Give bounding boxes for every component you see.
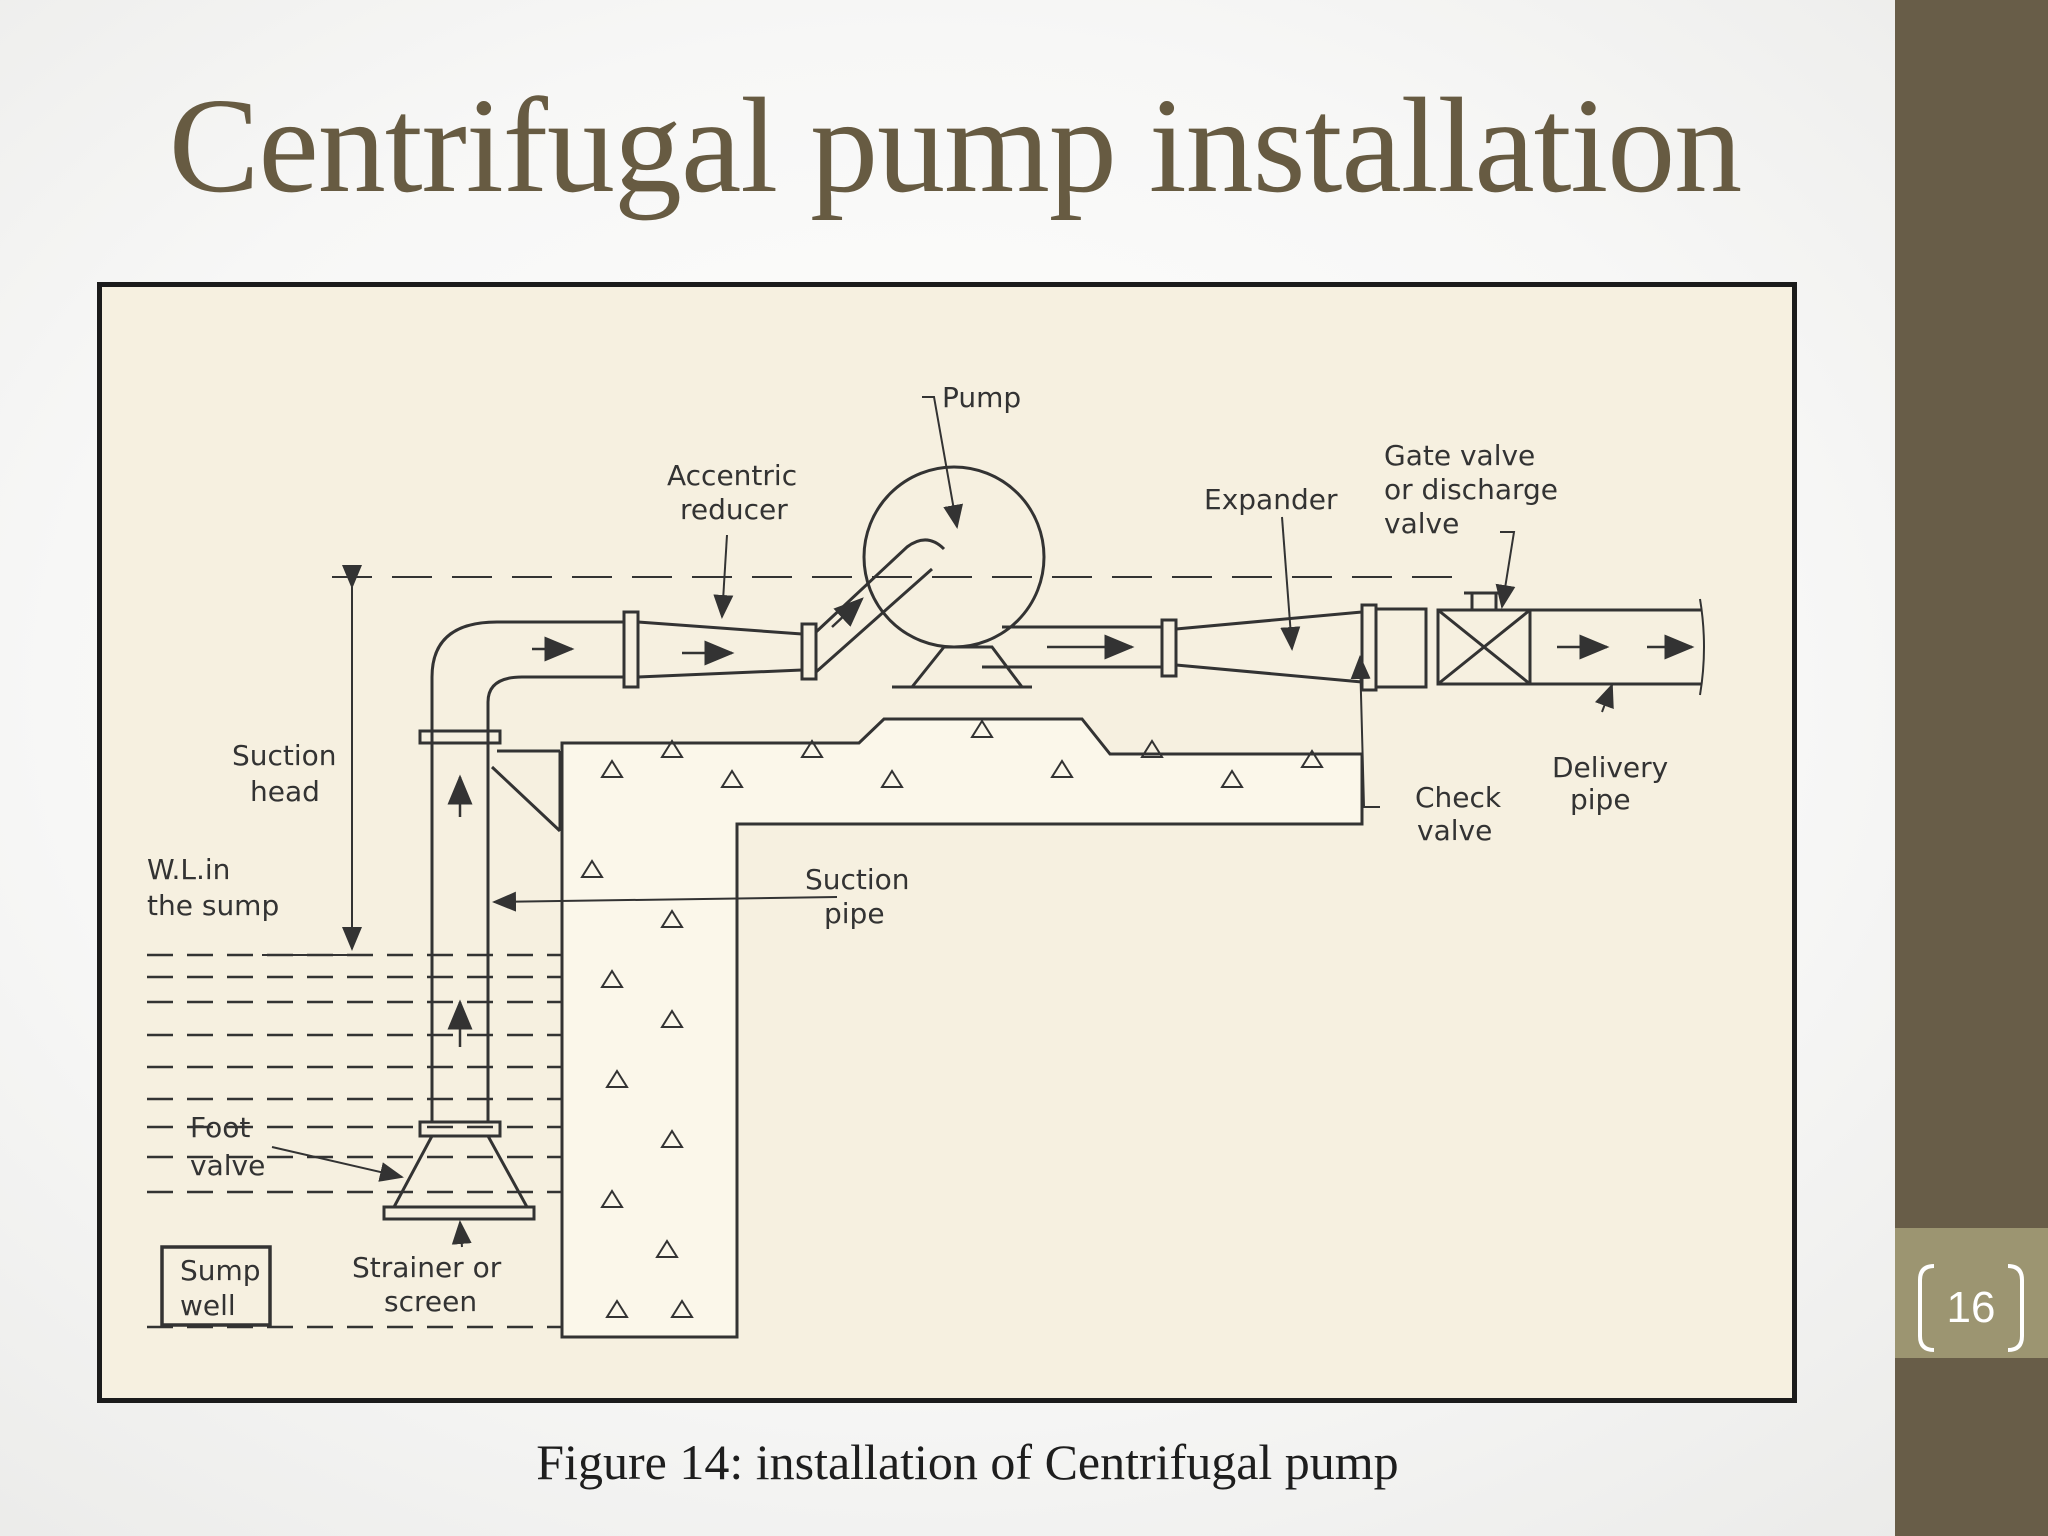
label-delivery-2: pipe	[1570, 783, 1631, 816]
label-gate-1: Gate valve	[1384, 439, 1535, 472]
concrete-foundation	[560, 717, 1364, 1339]
label-foot-2: valve	[190, 1149, 265, 1182]
pump-casing	[862, 465, 1046, 649]
label-suction-head-2: head	[250, 775, 320, 808]
label-sump-1: Sump	[180, 1254, 261, 1287]
label-gate-2: or discharge	[1384, 473, 1558, 506]
label-strainer-2: screen	[384, 1285, 477, 1318]
label-accentric-1: Accentric	[667, 459, 797, 492]
pump-installation-diagram: Pump Accentric reducer Expander Gate val…	[147, 381, 1705, 1339]
delivery-pipe	[1530, 608, 1702, 686]
label-accentric-2: reducer	[680, 493, 788, 526]
label-strainer-1: Strainer or	[352, 1251, 502, 1284]
concrete-aggregate	[580, 719, 1324, 1318]
label-check-1: Check	[1415, 781, 1502, 814]
label-sump-2: well	[180, 1289, 236, 1322]
figure-caption: Figure 14: installation of Centrifugal p…	[536, 1434, 1399, 1490]
accentric-reducer	[637, 620, 803, 679]
gate-valve	[1436, 608, 1532, 686]
suction-flange	[418, 729, 502, 745]
label-foot-1: Foot	[190, 1111, 250, 1144]
foot-valve	[391, 1135, 530, 1209]
water-lines	[147, 953, 582, 1329]
label-wl-2: the sump	[147, 889, 279, 922]
label-suction-pipe-1: Suction	[805, 863, 910, 896]
page-bracket-icon	[1918, 1264, 2024, 1352]
label-wl-1: W.L.in	[147, 853, 230, 886]
page-number: 16	[1946, 1283, 1996, 1332]
suction-elbow	[430, 620, 624, 737]
label-expander: Expander	[1204, 483, 1338, 516]
pipe-support	[490, 749, 562, 833]
slide-title: Centrifugal pump installation	[168, 71, 1743, 221]
expander	[1175, 610, 1363, 684]
label-suction-head-1: Suction	[232, 739, 337, 772]
label-check-2: valve	[1417, 814, 1492, 847]
label-delivery-1: Delivery	[1552, 751, 1668, 784]
label-suction-pipe-2: pipe	[824, 897, 885, 930]
figure-frame: Pump Accentric reducer Expander Gate val…	[97, 282, 1797, 1403]
label-gate-3: valve	[1384, 507, 1459, 540]
label-pump: Pump	[942, 381, 1021, 414]
